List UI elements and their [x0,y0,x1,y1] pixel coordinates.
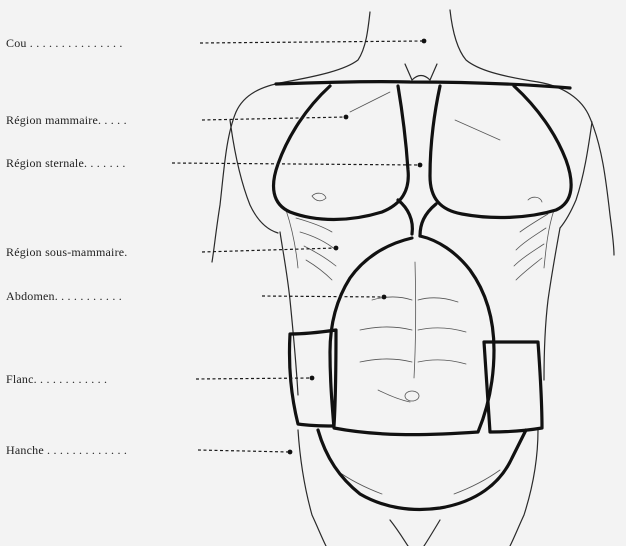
target-dots [288,39,427,455]
leader-flanc [196,378,312,379]
dot-flanc [310,376,315,381]
leader-abdomen [262,296,384,297]
region-boundaries [274,82,572,510]
body-outline [212,10,614,546]
sternal-lower-left [398,200,412,234]
dot-sternale [418,163,423,168]
leader-cou [200,41,424,43]
sternal-lower-right [420,204,436,236]
leader-sternale [172,163,420,165]
dot-cou [422,39,427,44]
leader-mammaire [202,117,346,120]
dot-abdomen [382,295,387,300]
right-mammary-region [430,86,571,217]
leader-sous-mammaire [202,248,336,252]
left-mammary-region [274,86,409,220]
dot-mammaire [344,115,349,120]
right-arm-outer [560,122,592,228]
label-cou: Cou . . . . . . . . . . . . . . . [6,36,123,50]
dot-hanche [288,450,293,455]
right-hip-contour [510,430,538,546]
hip-region [318,430,526,509]
abdomen-region [330,236,494,435]
label-region-sternale: Région sternale. . . . . . . [6,156,126,170]
right-torso-side [544,228,560,380]
neck-inner-lines [405,64,437,80]
left-arm-outer [230,120,278,233]
label-abdomen: Abdomen. . . . . . . . . . . [6,289,122,303]
dot-sous-mammaire [334,246,339,251]
left-hip-contour [298,430,326,546]
label-region-mammaire: Région mammaire. . . . . [6,113,127,127]
neck-left-contour [285,12,370,82]
label-region-sous-mammaire: Région sous-mammaire. [6,245,128,259]
label-hanche: Hanche . . . . . . . . . . . . . [6,443,127,457]
label-flanc: Flanc. . . . . . . . . . . . [6,372,107,386]
neck-base-line [276,82,570,88]
neck-right-contour [450,10,538,82]
leader-hanche [198,450,290,452]
crotch-lines [390,520,440,546]
